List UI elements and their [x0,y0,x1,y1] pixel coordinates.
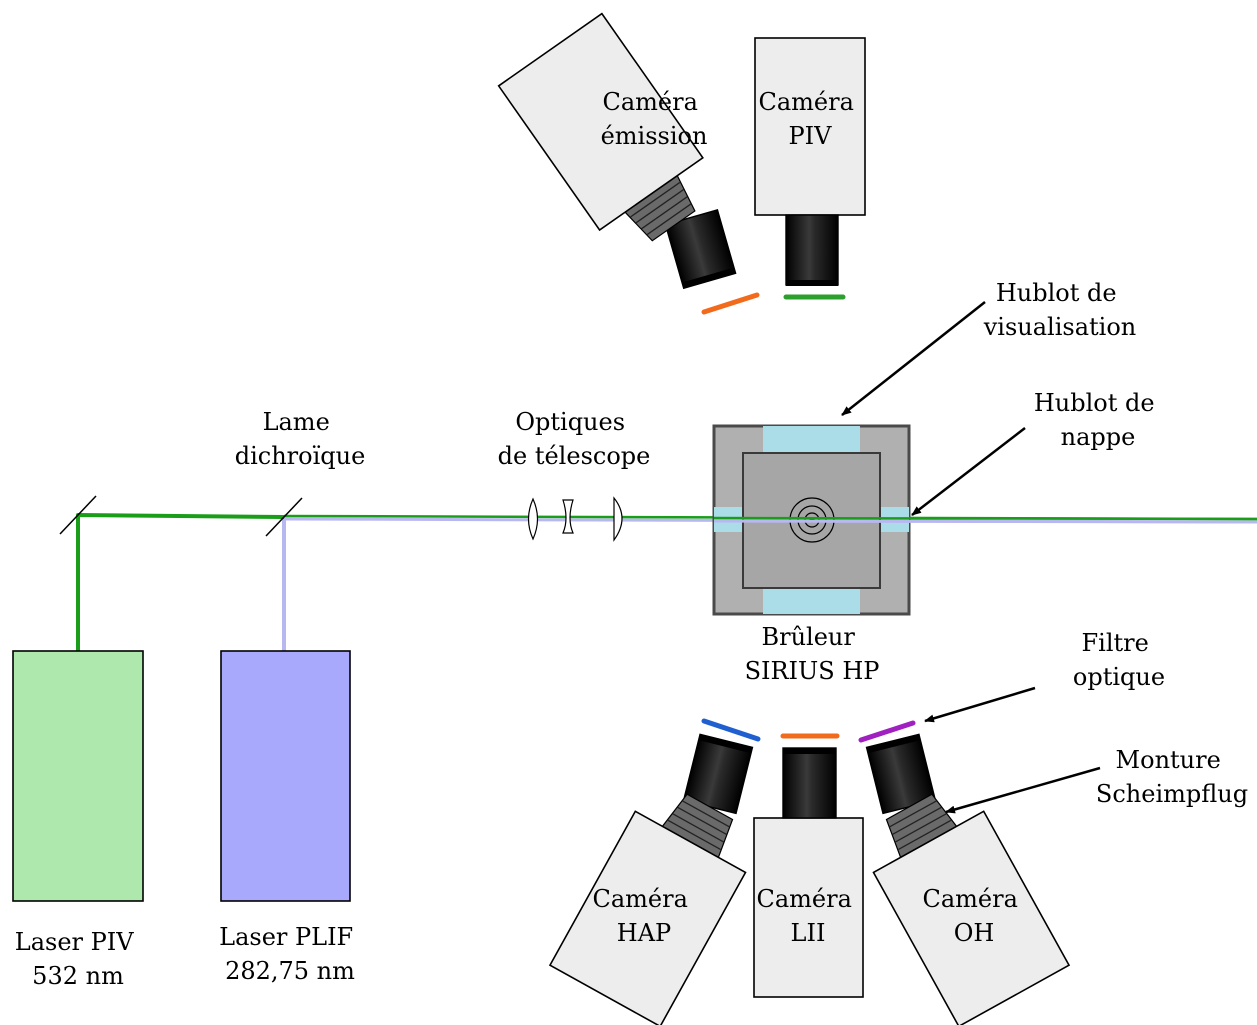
dichroic-label: Lame dichroïque [235,408,366,470]
laser-plif-box [220,650,351,902]
scheimpflug-label: Monture Scheimpflug [1096,746,1248,808]
sheet-window-label: Hublot de nappe [1034,389,1162,451]
telescope-label: Optiques de télescope [498,408,651,470]
filter-emission [701,292,760,315]
telescope-lenses-icon [527,496,623,542]
arrow-scheimpflug [945,766,1101,814]
camera-lii: Caméra LII [753,747,864,998]
beam-through-burner-plif [713,519,1257,524]
visualisation-window-label: Hublot de visualisation [983,279,1137,341]
laser-piv-box [12,650,144,902]
filter-hap [701,718,761,742]
laser-beams [76,513,1257,651]
beam-through-burner-piv [713,516,1257,521]
filter-label: Filtre optique [1073,629,1165,691]
arrow-sheet-window [911,427,1026,516]
filter-oh [858,720,916,743]
mirror-icon [59,495,97,535]
camera-emission [497,12,737,290]
svg-text:Caméra PIV: Caméra PIV [758,88,861,150]
piv-beam [76,513,285,651]
camera-oh-label: Caméra OH [922,885,1025,947]
laser-piv-label: Laser PIV 532 nm [15,928,141,990]
camera-hap [548,733,754,1025]
camera-oh [865,733,1071,1025]
dichroic-mirror-icon [265,497,303,537]
camera-hap-label: Caméra HAP [592,885,695,947]
camera-emission-label: Caméra émission [601,88,708,150]
burner-label: Brûleur SIRIUS HP [745,623,880,685]
arrow-visualisation-window [841,301,986,416]
svg-text:Caméra LII: Caméra LII [756,885,859,947]
arrow-filter [924,686,1036,723]
camera-piv: Caméra PIV [754,37,866,286]
laser-plif-label: Laser PLIF 282,75 nm [219,923,361,985]
